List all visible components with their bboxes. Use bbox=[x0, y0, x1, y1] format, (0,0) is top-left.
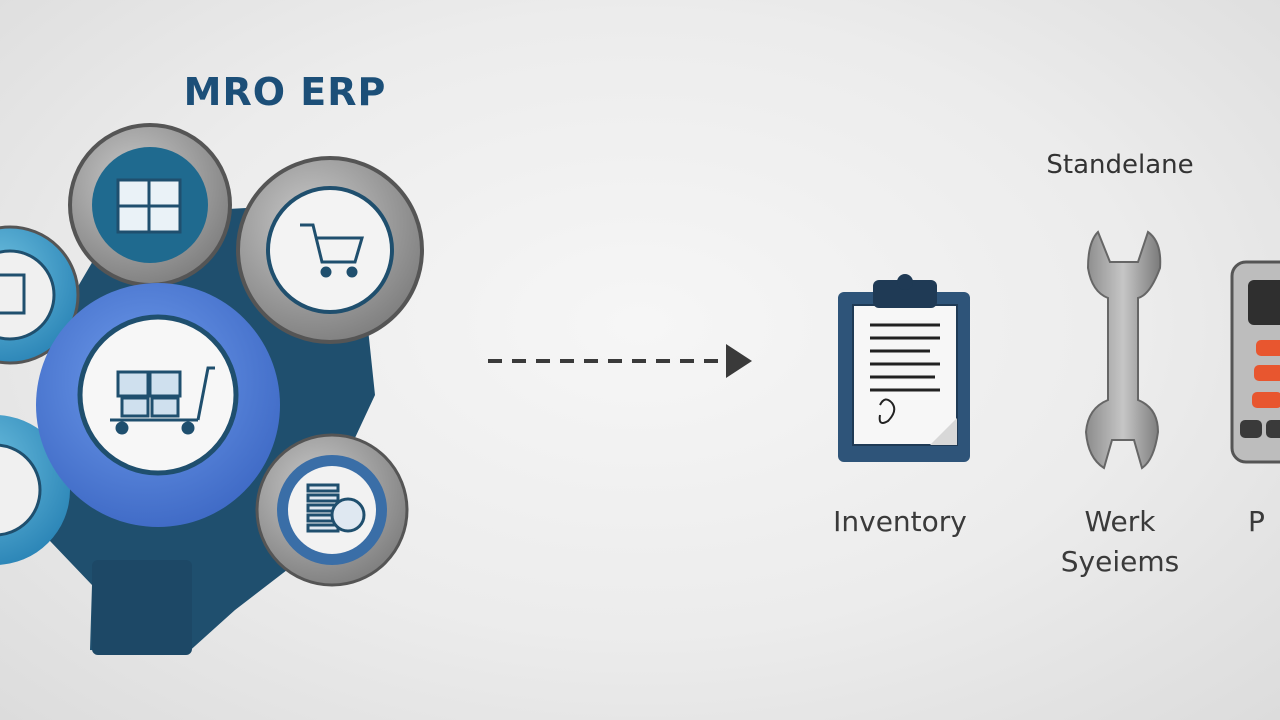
coins-icon bbox=[306, 483, 366, 533]
cart-icon bbox=[300, 223, 364, 278]
node-finance bbox=[255, 433, 409, 587]
tool-label-line: Werk bbox=[1084, 505, 1156, 538]
tool-label-line: Syeiems bbox=[1060, 545, 1180, 578]
wrench-icon bbox=[1084, 230, 1162, 470]
rack-icon bbox=[0, 273, 26, 315]
tool-label-line: Inventory bbox=[833, 505, 967, 538]
clipboard-icon bbox=[838, 274, 970, 462]
node-procurement bbox=[236, 156, 424, 344]
standalone-heading: Standelane bbox=[1046, 150, 1194, 180]
calculator-icon bbox=[1230, 260, 1280, 464]
transition-arrow bbox=[488, 344, 752, 378]
node-left-top bbox=[0, 225, 80, 365]
trolley-icon bbox=[110, 366, 215, 435]
node-warehouse bbox=[68, 123, 232, 287]
gear-tooth bbox=[92, 560, 192, 655]
erp-title: MRO ERP bbox=[183, 70, 387, 114]
tool-label-inventory: Inventory bbox=[800, 502, 1000, 542]
tool-label-partial: P bbox=[1248, 502, 1280, 542]
erp-gear-cluster bbox=[0, 123, 424, 655]
tool-label-line: P bbox=[1248, 505, 1265, 538]
node-hub bbox=[36, 283, 280, 527]
tool-label-work-systems: Werk Syeiems bbox=[1020, 502, 1220, 582]
